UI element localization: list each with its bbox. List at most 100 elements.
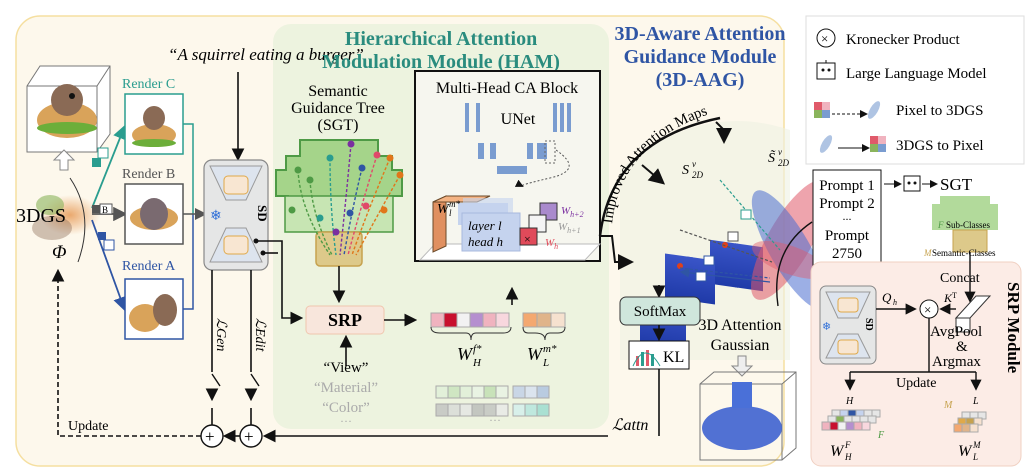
sd-block: ❄ SD <box>203 159 270 271</box>
weight-cell <box>821 421 831 431</box>
svg-text:W: W <box>958 443 973 460</box>
camera-c-icon <box>92 147 109 167</box>
svg-text:v: v <box>692 159 696 169</box>
weight-cell <box>447 403 461 417</box>
camera-b-icon: B <box>92 203 113 215</box>
weight-cell <box>459 403 473 417</box>
svg-text:Sub-Classes: Sub-Classes <box>946 220 991 230</box>
weight-cell <box>512 403 526 417</box>
svg-text:Pixel to 3DGS: Pixel to 3DGS <box>896 103 984 119</box>
svg-text:&: & <box>956 339 968 355</box>
semantic-guidance-tree <box>275 139 404 267</box>
weight-cell <box>837 421 847 431</box>
svg-text:+: + <box>244 427 254 446</box>
svg-text:×: × <box>821 31 828 46</box>
view-label: “View” <box>324 360 369 376</box>
svg-text:Render B: Render B <box>122 167 175 182</box>
svg-text:M: M <box>943 400 953 411</box>
weight-cell <box>524 385 538 399</box>
weight-cell <box>471 385 485 399</box>
svg-text:Q: Q <box>882 290 892 305</box>
svg-text:Argmax: Argmax <box>932 354 981 370</box>
svg-text:L: L <box>972 396 979 407</box>
weight-cell <box>435 403 449 417</box>
svg-text:2D: 2D <box>692 170 704 180</box>
svg-text:···: ··· <box>489 413 501 427</box>
weight-cell <box>550 312 566 328</box>
svg-text:×: × <box>924 302 931 317</box>
svg-text:SoftMax: SoftMax <box>634 304 687 320</box>
kronecker-icon: × <box>816 28 836 48</box>
prompt-text: “A squirrel eating a burger” <box>168 45 364 64</box>
3dgs-to-pixel-icon <box>819 135 886 153</box>
srp-module-title: SRP Module <box>1004 282 1023 374</box>
svg-text:Prompt 1: Prompt 1 <box>819 178 874 194</box>
weight-cell <box>483 385 497 399</box>
svg-text:B: B <box>102 205 108 215</box>
weight-cell <box>861 421 871 431</box>
svg-text:SRP: SRP <box>328 310 362 330</box>
weight-cell <box>536 385 550 399</box>
svg-text:W: W <box>830 443 845 460</box>
svg-text:SGT: SGT <box>940 175 973 194</box>
ham-title-2: Modulation Module (HAM) <box>322 51 560 73</box>
camera-a-icon <box>98 232 115 251</box>
llm-robot-icon-2 <box>903 175 921 192</box>
svg-text:❄: ❄ <box>822 321 831 333</box>
wl-weight-row <box>522 312 566 328</box>
s2d-tilde-label: S̃ <box>768 150 776 166</box>
loss-gen: ℒGen <box>213 318 228 351</box>
update-label: Update <box>68 419 108 434</box>
svg-text:m*: m* <box>543 343 557 355</box>
svg-text:v: v <box>778 147 782 157</box>
svg-text:Prompt 2: Prompt 2 <box>819 196 874 212</box>
wh-label: W <box>457 344 474 364</box>
aag-title-1: 3D-Aware Attention <box>615 23 786 45</box>
render-b: Render B <box>122 167 184 245</box>
svg-text:3DGS to Pixel: 3DGS to Pixel <box>896 138 984 154</box>
switch-edit <box>250 373 260 387</box>
weight-cell <box>953 423 963 433</box>
gaussian-cube-3d <box>699 371 797 461</box>
weight-cell <box>459 385 473 399</box>
wlm-weight-stack <box>953 411 987 433</box>
legend-box <box>805 15 1025 165</box>
render-c: Render C <box>122 77 184 155</box>
phi-label: Φ <box>52 242 66 263</box>
squirrel-3d-cube <box>26 65 111 153</box>
svg-text:Concat: Concat <box>940 271 980 286</box>
weight-cell <box>522 312 538 328</box>
weight-cell <box>867 415 877 424</box>
histogram-icon <box>632 350 661 367</box>
svg-text:M: M <box>923 248 932 258</box>
unet-diagram <box>465 103 571 174</box>
svg-text:2750: 2750 <box>832 246 862 262</box>
svg-text:Large Language Model: Large Language Model <box>846 66 987 82</box>
switch-gen <box>211 373 221 387</box>
svg-text:Guidance Tree: Guidance Tree <box>291 100 385 117</box>
weight-cell <box>853 421 863 431</box>
3d-attention-gaussian <box>751 180 829 310</box>
wh-weight-row <box>430 312 510 328</box>
down-arrow-icon <box>730 355 754 377</box>
up-arrow-icon <box>52 149 76 171</box>
weight-cell <box>961 423 971 433</box>
svg-text:Update: Update <box>896 376 936 391</box>
kronecker-x: × <box>524 232 531 246</box>
svg-text:h: h <box>893 298 897 307</box>
svg-text:SD: SD <box>863 318 874 331</box>
weight-cell <box>471 403 485 417</box>
weight-cell <box>495 312 510 328</box>
weight-cell <box>969 423 979 433</box>
loss-edit: ℒEdit <box>252 318 267 353</box>
svg-text:L: L <box>972 452 978 462</box>
aag-title-3: (3D-AAG) <box>656 69 745 91</box>
llm-robot-icon <box>816 60 836 80</box>
weight-cell <box>845 421 855 431</box>
svg-text:AvgPool: AvgPool <box>930 324 982 340</box>
camera-icons-aag <box>695 209 752 282</box>
weight-cell <box>430 312 445 328</box>
svg-text:Kronecker Product: Kronecker Product <box>846 32 961 48</box>
sgt-mini-tree <box>932 196 998 253</box>
key-tensor <box>954 295 992 333</box>
